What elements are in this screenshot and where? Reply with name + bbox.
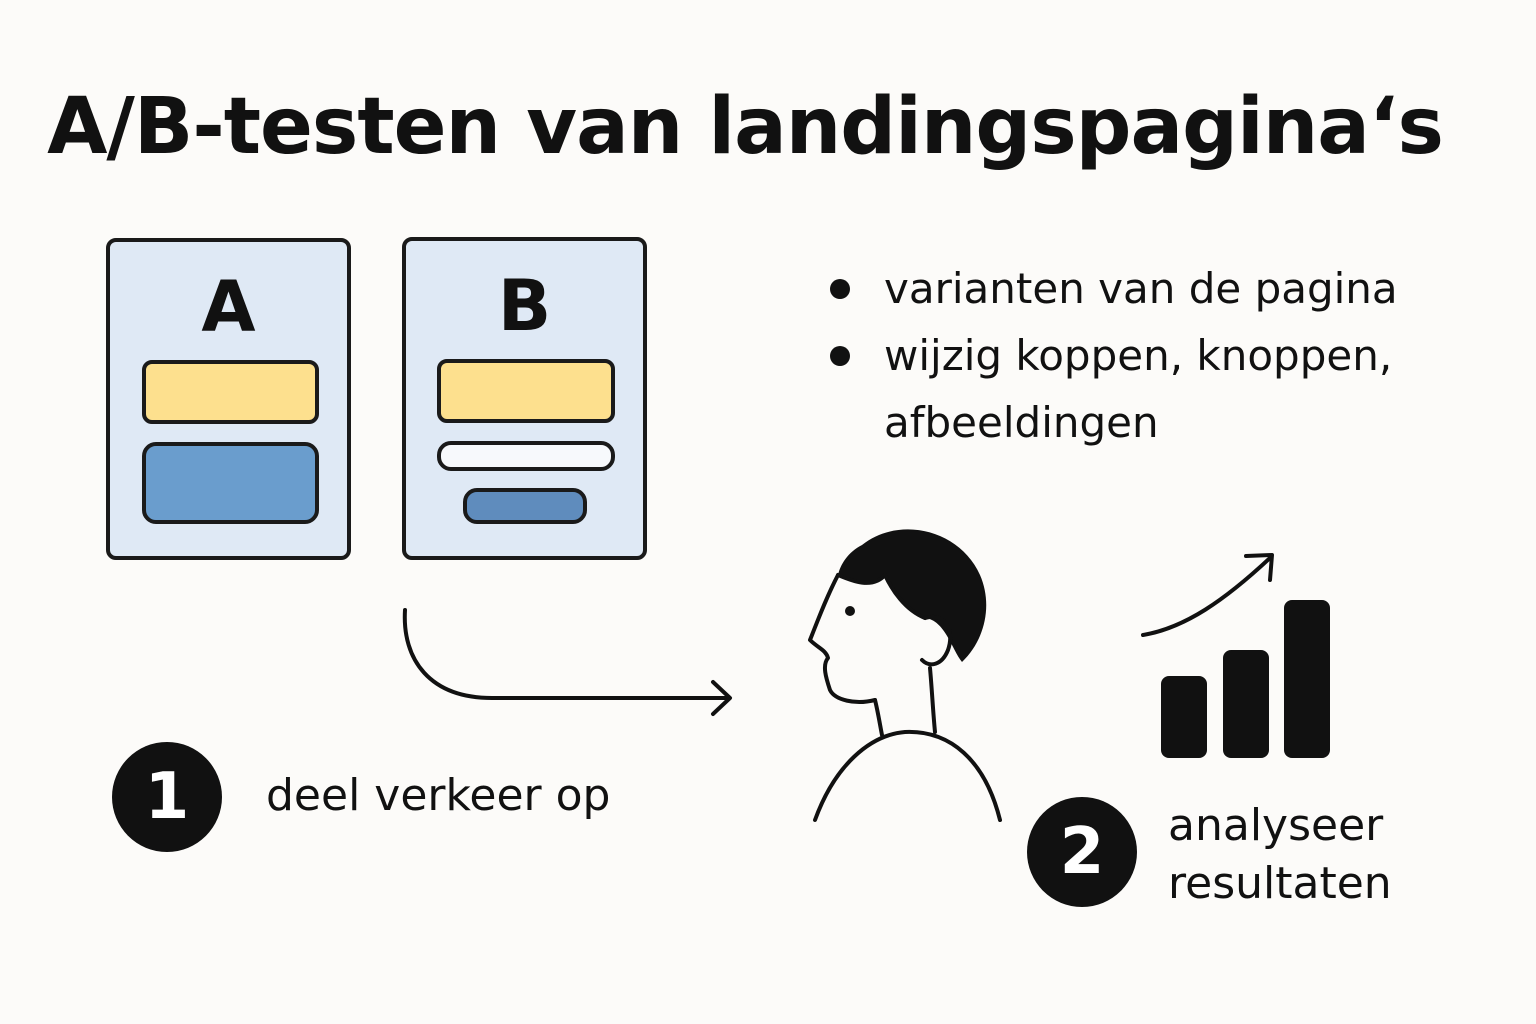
bullet-text: wijzig koppen, knoppen, afbeeldingen [884, 331, 1393, 447]
bullet-item: varianten van de pagina [826, 255, 1466, 322]
bar-chart-icon [1161, 600, 1330, 758]
variant-b-label: B [497, 265, 552, 347]
variant-b-header-block [437, 359, 615, 423]
variant-b-text-block [437, 441, 615, 471]
variant-a-label: A [201, 266, 256, 348]
variant-b-button-block [463, 488, 587, 524]
person-icon [808, 529, 1002, 822]
bullet-item: wijzig koppen, knoppen, afbeeldingen [826, 322, 1466, 456]
step-1-badge: 1 [112, 742, 222, 852]
bullet-dot-icon [830, 279, 850, 299]
bullet-list: varianten van de pagina wijzig koppen, k… [826, 255, 1466, 456]
bullet-dot-icon [830, 346, 850, 366]
curved-arrow-icon [402, 608, 732, 716]
variant-a-button-block [142, 442, 319, 524]
diagram-title: A/B-testen van landingspagina‘s [47, 82, 1444, 172]
variant-a-card: A [106, 238, 351, 560]
variant-a-header-block [142, 360, 319, 424]
step-2-badge: 2 [1027, 797, 1137, 907]
step-1-label: deel verkeer op [266, 770, 611, 821]
variant-b-card: B [402, 237, 647, 560]
step-2-label: analyseer resultaten [1168, 800, 1392, 909]
bullet-text: varianten van de pagina [884, 264, 1398, 313]
trend-arrow-icon [1141, 553, 1274, 637]
